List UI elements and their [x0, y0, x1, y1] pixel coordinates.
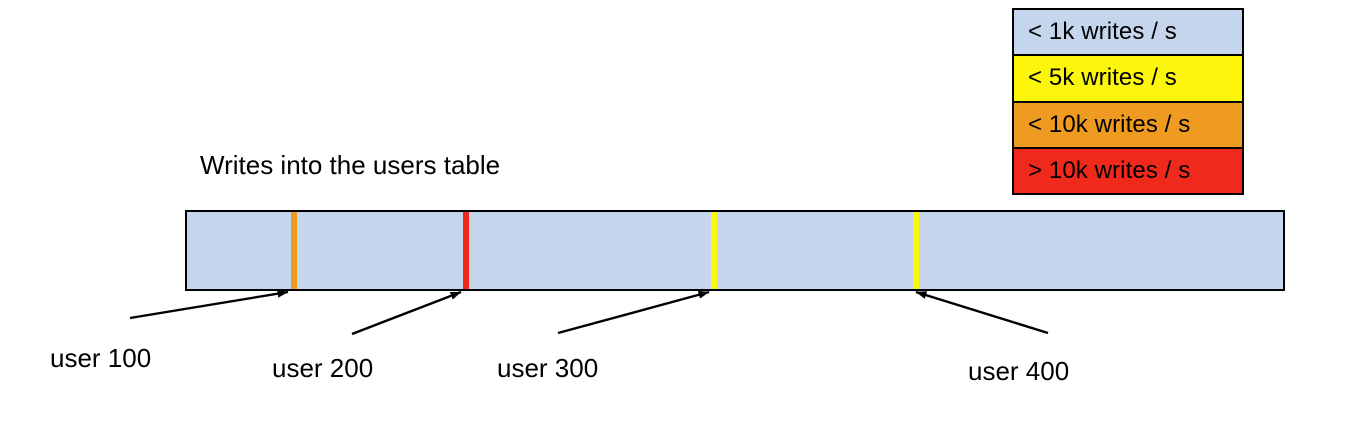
users-table-bar — [185, 210, 1285, 291]
user-100-stripe — [291, 212, 297, 289]
arrow-to-user-100 — [129, 289, 289, 320]
legend-item-gt-10k: > 10k writes / s — [1014, 148, 1242, 193]
label-user-300: user 300 — [497, 353, 599, 383]
user-400-stripe — [913, 212, 919, 289]
legend-label: < 5k writes / s — [1028, 64, 1177, 92]
write-rate-legend: < 1k writes / s < 5k writes / s < 10k wr… — [1012, 8, 1244, 195]
user-200-stripe — [463, 212, 469, 289]
legend-label: < 10k writes / s — [1028, 110, 1191, 138]
legend-item-lt-10k: < 10k writes / s — [1014, 102, 1242, 149]
label-user-200: user 200 — [272, 353, 374, 383]
legend-label: < 1k writes / s — [1028, 18, 1177, 46]
user-300-stripe — [711, 212, 717, 289]
legend-item-lt-1k: < 1k writes / s — [1014, 10, 1242, 57]
arrow-to-user-400 — [915, 290, 1049, 335]
legend-label: > 10k writes / s — [1028, 156, 1191, 184]
label-user-400: user 400 — [968, 356, 1070, 386]
arrow-to-user-300 — [557, 290, 710, 335]
bar-base-fill — [187, 212, 1283, 289]
legend-item-lt-5k: < 5k writes / s — [1014, 56, 1242, 103]
page-title: Writes into the users table — [200, 150, 501, 180]
arrow-to-user-200 — [351, 290, 462, 336]
label-user-100: user 100 — [50, 343, 152, 373]
